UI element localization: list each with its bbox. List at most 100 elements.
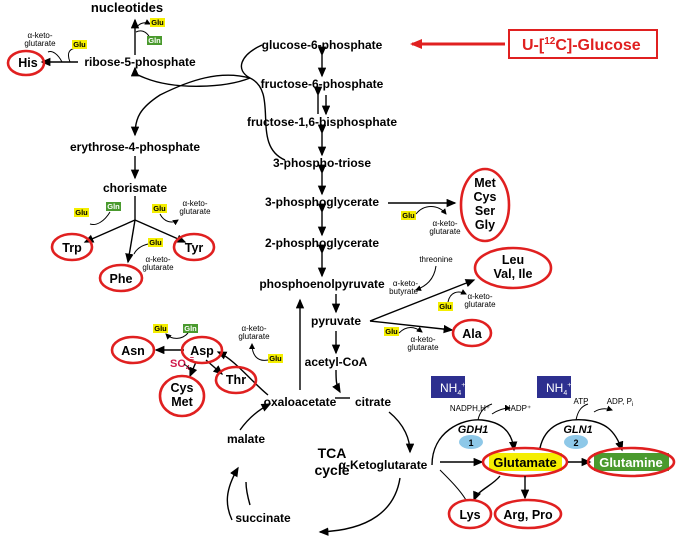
tyr-label: Tyr	[185, 241, 204, 255]
glu-tag-asp	[268, 354, 283, 363]
source-box	[508, 29, 658, 59]
to-lys-arrow	[473, 475, 501, 502]
gln-tag-nucleotide	[147, 36, 162, 45]
succinate-label: succinate	[235, 511, 291, 525]
glu-tag-phe-text: Glu	[149, 238, 162, 247]
akb-2: butyrate	[389, 287, 418, 296]
glu-tag-tyr-text: Glu	[153, 204, 166, 213]
gln1-num: 2	[573, 438, 578, 448]
ribose-label: ribose-5-phosphate	[84, 55, 196, 69]
to-ribose-curve	[133, 71, 251, 87]
nadp-curve	[491, 405, 511, 415]
argpro-label: Arg, Pro	[503, 508, 553, 522]
acetyl-to-citrate-arrow	[332, 369, 341, 394]
glu-tag-nucleotide	[150, 18, 165, 27]
pg3-label: 3-phosphoglycerate	[265, 195, 379, 209]
nh4-box-gdh	[431, 376, 465, 398]
glu-tag-ala	[384, 327, 399, 336]
asn-label: Asn	[121, 344, 145, 358]
acetyl-coa-label: acetyl-CoA	[305, 355, 368, 369]
to-tyr-arrow	[134, 219, 187, 243]
gln1-label: GLN1	[563, 424, 592, 436]
triose-label: 3-phospho-triose	[273, 156, 371, 170]
gln-tag-asn	[183, 324, 198, 333]
thr-circle	[214, 365, 258, 395]
glu-tag-asp-text: Glu	[269, 354, 282, 363]
pyruvate-label: pyruvate	[311, 314, 361, 328]
ala-circle	[451, 318, 493, 348]
asn-circle	[110, 335, 156, 365]
glu-tag-tyr	[152, 204, 167, 213]
ser-label: Ser	[475, 204, 495, 218]
akg-his-1: α-keto-	[27, 31, 52, 40]
akg-to-lys-curve	[439, 469, 467, 501]
ala-label: Ala	[462, 327, 483, 341]
glu-tag-asn-text: Glu	[154, 324, 167, 333]
ser-group-circle	[459, 167, 511, 243]
glu-tag-leu-text: Glu	[439, 302, 452, 311]
gln-tag-text: Gln	[148, 36, 161, 45]
glycolysis-arrows	[313, 46, 341, 355]
threonine-label: threonine	[419, 255, 453, 264]
phe-label: Phe	[110, 272, 133, 286]
his-akg-curve	[47, 51, 63, 63]
akg-ser-2: glutarate	[429, 227, 461, 236]
cys-label: Cys	[474, 190, 497, 204]
nucleotides-label: nucleotides	[91, 0, 163, 15]
glu-tag-his-text: Glu	[73, 40, 86, 49]
citrate-label: citrate	[355, 395, 391, 409]
phe-circle	[98, 263, 144, 293]
f6p-label: fructose-6-phosphate	[261, 77, 384, 91]
glu-tag-trp-text: Glu	[75, 208, 88, 217]
nh4-box-gln	[537, 376, 571, 398]
asp-circle	[180, 335, 224, 365]
akg-his-2: glutarate	[24, 39, 56, 48]
glutamate-label: Glutamate	[493, 455, 557, 470]
glutamine-box	[594, 453, 669, 471]
akg-leu-1: α-keto-	[467, 292, 492, 301]
glu-tag-ala-text: Glu	[385, 327, 398, 336]
tca-cycle-arcs	[226, 397, 415, 536]
akg-leu-2: glutarate	[464, 300, 496, 309]
gdh-label: GDH1	[458, 424, 489, 436]
chorismate-label: chorismate	[103, 181, 167, 195]
gln-tag-trp-text: Gln	[107, 202, 120, 211]
valile-label: Val, Ile	[494, 267, 533, 281]
cysmet-circle	[158, 374, 206, 418]
gln1-bubble	[564, 435, 588, 449]
ppp-curve	[240, 44, 286, 161]
gln1-arc	[539, 418, 624, 452]
to-trp-arrow	[83, 219, 136, 243]
oaa-to-asp-arrow	[216, 351, 269, 396]
akg-ser-1: α-keto-	[432, 219, 457, 228]
trp-circle	[50, 232, 94, 262]
glu-tag-trp	[74, 208, 89, 217]
nh4-text-gdh: NH4+	[440, 381, 465, 397]
to-erythrose-arrow	[130, 74, 251, 137]
leu-group-circle	[473, 246, 553, 290]
glu-tag-ser	[401, 211, 416, 220]
oxaloacetate-label: oxaloacetate	[264, 395, 337, 409]
tyr-circle	[172, 232, 216, 262]
cysmet-cys-label: Cys	[171, 381, 194, 395]
adp-label: ADP, Pi	[607, 397, 634, 408]
his-glu-curve	[67, 47, 79, 63]
to-phe-arrow	[125, 219, 136, 264]
source-label: U-[12C]-Glucose	[522, 36, 641, 54]
glutamine-circle	[586, 446, 676, 478]
gln-tag-asn-text: Gln	[184, 324, 197, 333]
pg2-label: 2-phosphoglycerate	[265, 236, 379, 250]
glu-out-curve	[135, 19, 151, 29]
glutamate-box	[489, 453, 562, 471]
gdh-bubble	[459, 435, 483, 449]
atp-label: ATP	[574, 397, 589, 406]
thr-label: Thr	[226, 373, 246, 387]
akg-asp-1: α-keto-	[241, 324, 266, 333]
nadph-curve	[477, 403, 493, 421]
gdh-arc	[431, 419, 518, 466]
gly-label: Gly	[475, 218, 495, 232]
akg-ala-1: α-keto-	[410, 335, 435, 344]
tca-subtitle: cycle	[314, 462, 349, 478]
